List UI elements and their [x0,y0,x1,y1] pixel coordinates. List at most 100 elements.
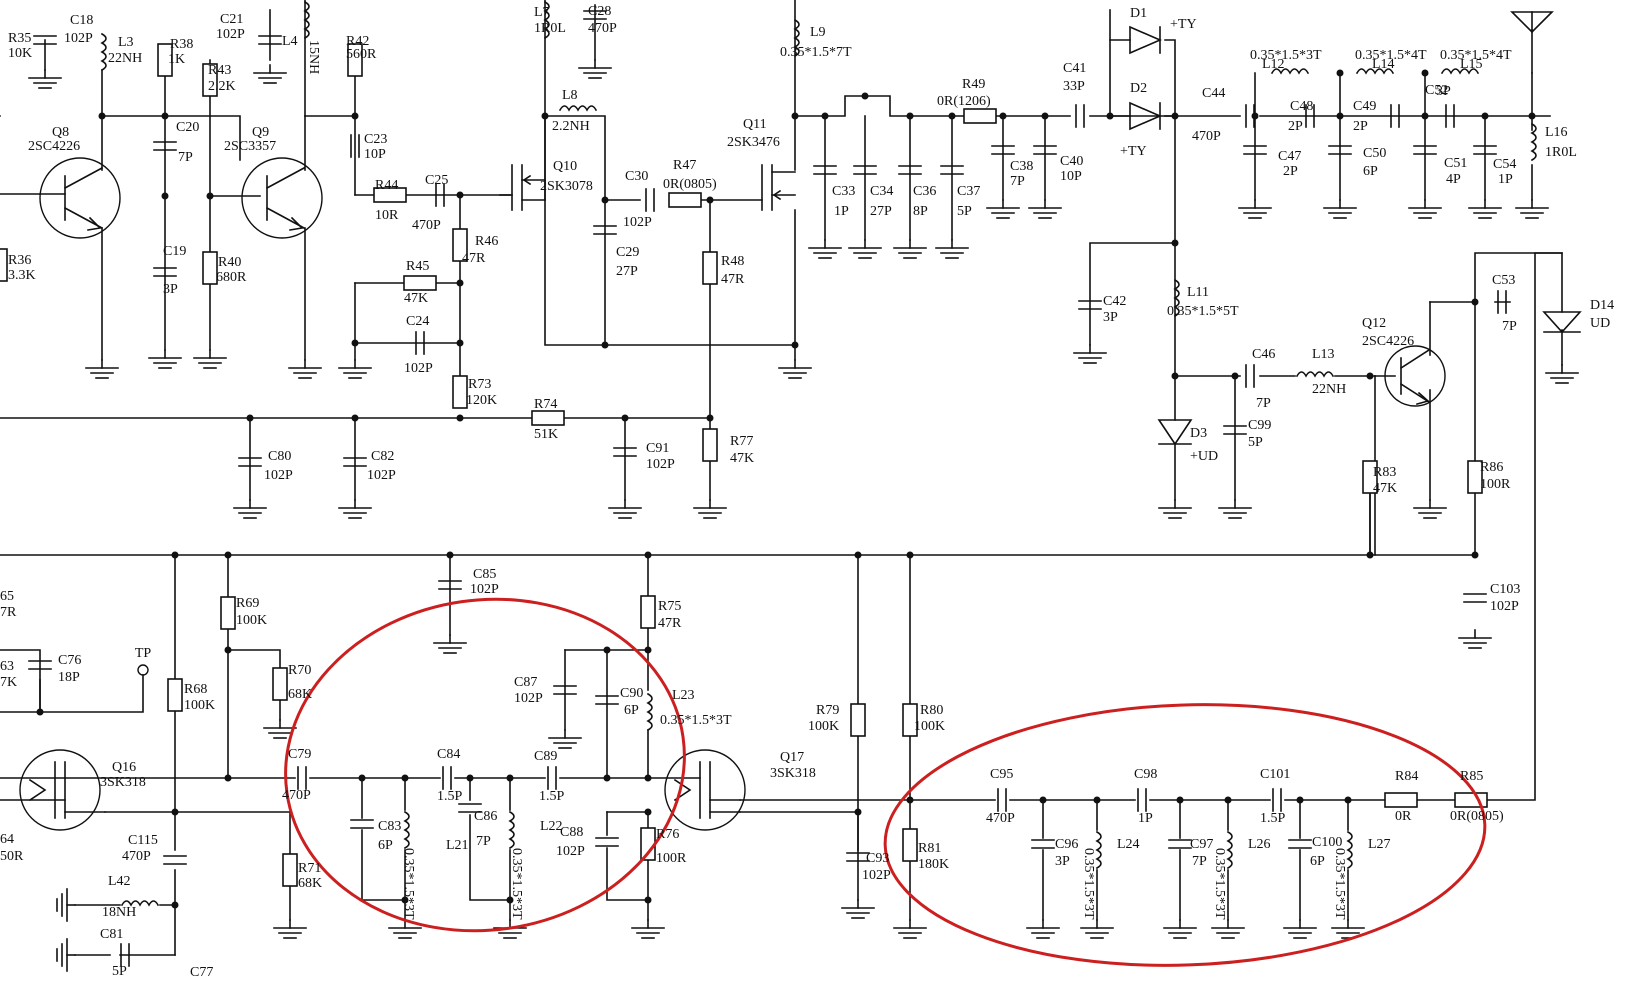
value-label-d3: +UD [1190,449,1218,464]
value-label-c100: 6P [1310,854,1325,869]
value-label-c19: 3P [163,282,178,297]
value-label-l22: 0.35*1.5*3T [509,848,524,920]
ref-label-c53: C53 [1492,273,1515,288]
value-label-c33: 1P [834,204,849,219]
value-label-r42: 560R [346,47,377,62]
value-label-l4: 15NH [306,40,321,74]
value-label-c36: 8P [913,204,928,219]
ref-label-c100: C100 [1312,835,1342,850]
ref-label-c42: C42 [1103,294,1126,309]
value-label-c40: 10P [1060,169,1082,184]
test-point-label: TP [135,646,152,661]
ref-label-c50: C50 [1363,146,1386,161]
ref-label-r75: R75 [658,599,681,614]
value-label-r70: 68K [288,687,312,702]
ref-label-c49: C49 [1353,99,1376,114]
ref-label-c85: C85 [473,567,496,582]
ref-label-l14: L14 [1372,57,1395,72]
ref-label-r80: R80 [920,703,943,718]
ref-label-r43: R43 [208,63,231,78]
value-label-c84: 1.5P [437,789,463,804]
ref-label-c77: C77 [190,965,213,980]
value-label-c28: 470P [588,21,617,36]
value-label-c93: 102P [862,868,891,883]
ref-label-r69: R69 [236,596,259,611]
ref-label-q9: Q9 [252,125,269,140]
ref-label-r85: R85 [1460,769,1483,784]
ref-label-q8: Q8 [52,125,69,140]
ref-label-c38: C38 [1010,159,1033,174]
value-label-c89: 1.5P [539,789,565,804]
ref-label-c18: C18 [70,13,93,28]
ref-label-c28: C28 [588,4,611,19]
value-label-c82: 102P [367,468,396,483]
ref-label-r84: R84 [1395,769,1418,784]
value-label-r46: 47R [462,251,486,266]
ref-label-r44: R44 [375,178,398,193]
value-label-c83: 6P [378,838,393,853]
ref-label-c97: C97 [1190,837,1213,852]
ref-label-c34: C34 [870,184,893,199]
value-label-r68: 100K [184,698,215,713]
value-label-c79: 470P [282,788,311,803]
value-label-r76: 100R [656,851,687,866]
ref-label-c101: C101 [1260,767,1290,782]
value-label-l12: 0.35*1.5*3T [1250,48,1322,63]
ref-label-q17: Q17 [780,750,804,765]
wires [0,0,1563,956]
ground-symbols [28,59,1579,972]
ref-label-l42: L42 [108,874,131,889]
ref-label-l12: L12 [1262,57,1285,72]
ref-label-l15: L15 [1460,57,1483,72]
ref-label-q11: Q11 [743,117,767,132]
value-label-c48: 2P [1288,119,1303,134]
value-label-r74: 51K [534,427,558,442]
ref-label-r68: R68 [184,682,207,697]
ref-label-r46: R46 [475,234,498,249]
ref-label-r83: R83 [1373,465,1396,480]
ref-label-r71: R71 [298,861,321,876]
value-label-c41: 33P [1063,79,1085,94]
ref-label-c87: C87 [514,675,537,690]
ref-label-r86: R86 [1480,460,1503,475]
ref-label-l8: L8 [562,88,578,103]
value-label-c49: 2P [1353,119,1368,134]
value-label-r86: 100R [1480,477,1511,492]
annotation-rings [284,597,1487,967]
ref-label-c29: C29 [616,245,639,260]
ref-label-r35: R35 [8,31,31,46]
ref-label-c48: C48 [1290,99,1313,114]
ref-label-r48: R48 [721,254,744,269]
value-label-c38: 7P [1010,174,1025,189]
value-label-r85: 0R(0805) [1450,809,1504,824]
value-label-c99: 5P [1248,435,1263,450]
ref-label-c47: C47 [1278,149,1301,164]
value-label-c29: 27P [616,264,638,279]
value-label-d2: +TY [1120,144,1147,159]
ref-label-c93: C93 [866,851,889,866]
value-label-c115: 470P [122,849,151,864]
value-label-r80: 100K [914,719,945,734]
value-label-r40: 680R [216,270,247,285]
ref-label-c79: C79 [288,747,311,762]
test-point-labels: TP [135,646,152,661]
value-label-r43: 2.2K [208,79,236,94]
value-label-c97: 7P [1192,854,1207,869]
value-label-c20: 7P [178,150,193,165]
value-label-l8: 2.2NH [552,119,590,134]
value-label-c52: 3P [1436,84,1451,99]
value-label-c80: 102P [264,468,293,483]
ref-label-r47: R47 [673,158,696,173]
value-label-q11: 2SK3476 [727,135,780,150]
ref-label-q12: Q12 [1362,316,1386,331]
ref-label-c76: C76 [58,653,81,668]
ref-label-c99: C99 [1248,418,1271,433]
ref-label-c25: C25 [425,173,448,188]
value-label-l24: 0.35*1.5*3T [1081,848,1096,920]
value-label-r69: 100K [236,613,267,628]
value-label-r44: 10R [375,208,399,223]
value-label-r71: 68K [298,876,322,891]
value-label-l11: 0.35*1.5*5T [1167,304,1239,319]
value-label-q12: 2SC4226 [1362,334,1414,349]
ref-label-l9: L9 [810,25,826,40]
